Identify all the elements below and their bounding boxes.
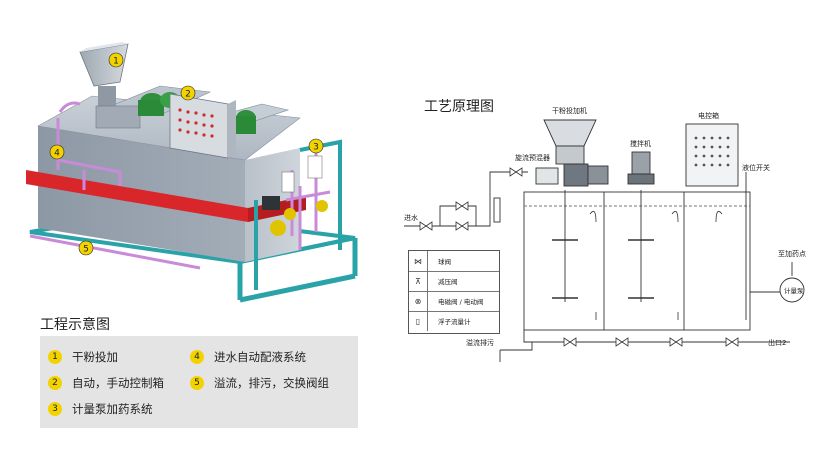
callout-3: 3	[308, 138, 324, 154]
control-box-symbol	[685, 123, 739, 187]
label-vortex: 旋流预混器	[515, 153, 550, 162]
symbol-row-ball-valve: ⋈ 球阀	[409, 251, 499, 272]
legend-item-1: 1 干粉投加	[48, 349, 118, 365]
legend-item-5: 5 溢流，排污，交换阀组	[190, 375, 329, 391]
ball-valve-icon: ⋈	[409, 251, 428, 271]
legend-badge: 2	[48, 376, 62, 390]
symbol-label: 减压阀	[438, 278, 458, 286]
svg-text:1: 1	[113, 57, 119, 67]
legend-title: 工程示意图	[40, 317, 110, 333]
callout-2: 2	[180, 85, 196, 101]
svg-text:4: 4	[54, 149, 60, 159]
legend-item-3: 3 计量泵加药系统	[48, 401, 153, 417]
label-control-box: 电控箱	[698, 111, 719, 120]
label-level-switch: 液位开关	[742, 163, 770, 172]
symbol-row-flowmeter: ▯ 浮子流量计	[409, 311, 499, 331]
legend-item-2: 2 自动，手动控制箱	[48, 375, 164, 391]
tank-body	[37, 85, 301, 262]
process-schematic: 干粉投加机 旋流预混器 搅拌机 电控箱 液位开关 进水 至加药点 计量泵 溢流排…	[404, 106, 806, 362]
metering-pumps	[262, 155, 328, 236]
solenoid-valve-icon: ⊗	[409, 291, 428, 311]
tank-outline	[523, 191, 751, 331]
svg-text:2: 2	[185, 90, 191, 100]
label-mixer: 搅拌机	[630, 139, 651, 148]
legend-badge: 5	[190, 376, 204, 390]
legend-label: 溢流，排污，交换阀组	[214, 376, 329, 390]
legend-badge: 1	[48, 350, 62, 364]
legend-label: 干粉投加	[72, 350, 118, 364]
legend-panel: 1 干粉投加 2 自动，手动控制箱 3 计量泵加药系统 4 进水自动配液系统 5…	[40, 336, 358, 428]
process-diagram-title: 工艺原理图	[424, 99, 494, 115]
pipework	[29, 101, 331, 270]
label-outlet2: 出口2	[768, 338, 786, 347]
label-metering-pump: 计量泵	[784, 286, 804, 295]
symbol-label: 球阀	[438, 258, 451, 266]
legend-badge: 3	[48, 402, 62, 416]
legend-label: 计量泵加药系统	[72, 402, 153, 416]
svg-text:5: 5	[83, 245, 89, 255]
symbol-row-solenoid-valve: ⊗ 电磁阀 / 电动阀	[409, 291, 499, 312]
label-dry-powder: 干粉投加机	[552, 106, 587, 115]
legend-label: 进水自动配液系统	[214, 350, 306, 364]
dosing-unit-illustration: 1 2 3 4 5	[26, 42, 358, 303]
svg-text:3: 3	[313, 143, 319, 153]
mixer-motor-symbol	[627, 151, 655, 185]
dry-powder-feeder-symbol	[535, 119, 609, 187]
callout-1: 1	[108, 52, 124, 68]
symbol-label: 电磁阀 / 电动阀	[438, 298, 484, 306]
metering-pump-symbol	[779, 277, 805, 303]
legend-item-4: 4 进水自动配液系统	[190, 349, 306, 365]
symbol-row-pressure-valve: ⊼ 减压阀	[409, 271, 499, 292]
label-to-dosing: 至加药点	[778, 249, 806, 258]
pressure-reducing-valve-icon: ⊼	[409, 271, 428, 291]
bottom-valves	[419, 167, 739, 347]
float-flowmeter-icon: ▯	[409, 311, 428, 331]
control-box	[169, 93, 236, 159]
symbol-label: 浮子流量计	[438, 318, 471, 326]
callout-4: 4	[49, 144, 65, 160]
symbol-legend: ⋈ 球阀 ⊼ 减压阀 ⊗ 电磁阀 / 电动阀 ▯ 浮子流量计	[408, 250, 500, 334]
callout-5: 5	[78, 240, 94, 256]
label-inlet: 进水	[404, 213, 418, 222]
label-overflow: 溢流排污	[466, 338, 494, 347]
legend-badge: 4	[190, 350, 204, 364]
legend-label: 自动，手动控制箱	[72, 376, 164, 390]
